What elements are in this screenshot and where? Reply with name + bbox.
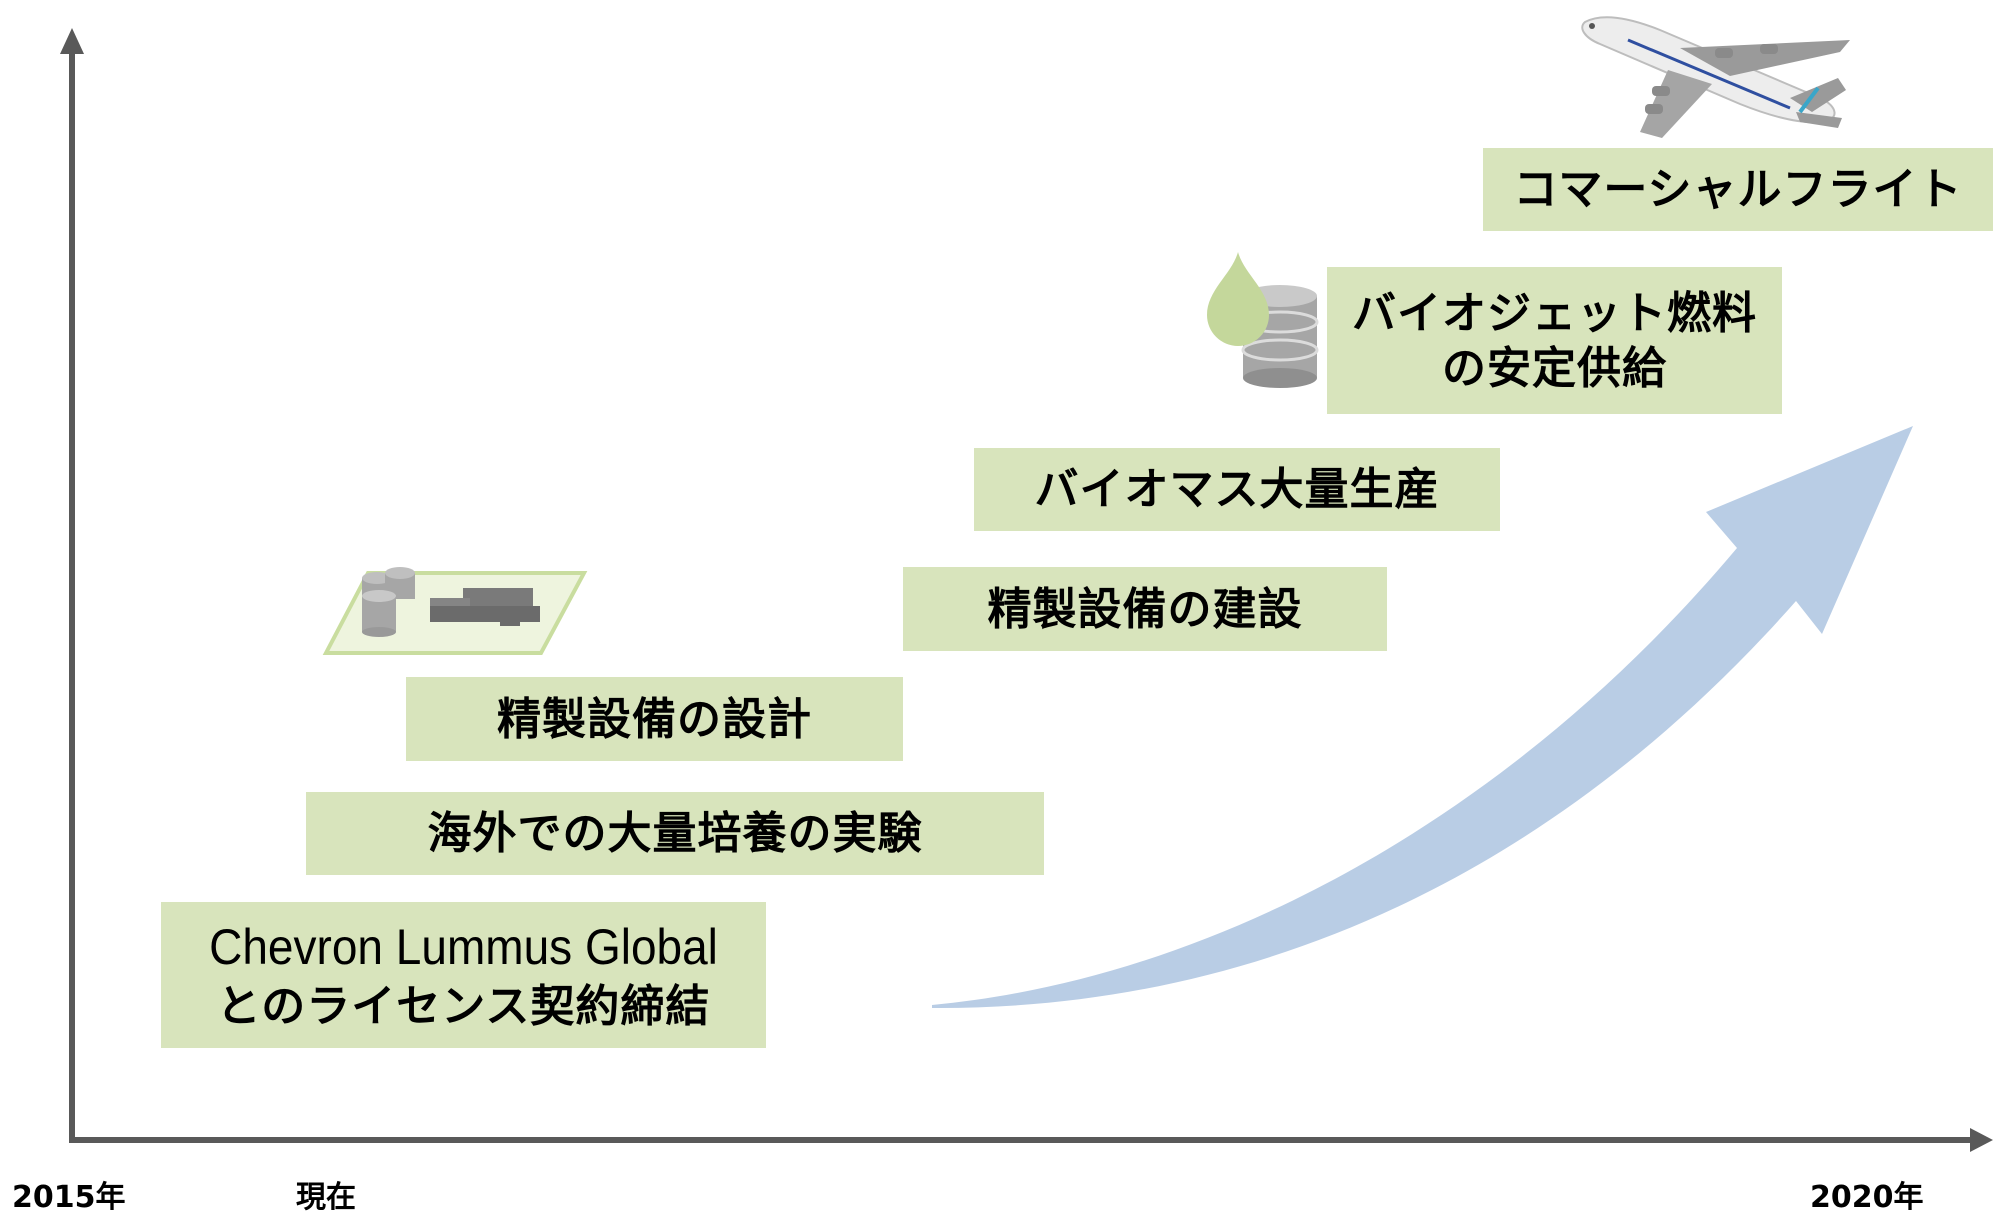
step-license-agreement: Chevron Lummus Global とのライセンス契約締結	[161, 902, 766, 1048]
step-biomass-label: バイオマス大量生産	[1034, 464, 1440, 515]
step-construction-label: 精製設備の建設	[987, 583, 1303, 635]
progress-arrow	[932, 426, 1913, 1009]
factory-icon	[322, 567, 588, 655]
axis-label-start: 2015年	[12, 1180, 126, 1215]
step-stable-fuel-supply: バイオジェット燃料 の安定供給	[1327, 267, 1782, 414]
step-refinery-construction: 精製設備の建設	[903, 567, 1387, 651]
step-supply-line2: の安定供給	[1442, 342, 1667, 394]
step-overseas-label: 海外での大量培養の実験	[427, 808, 923, 859]
x-axis-arrowhead	[1970, 1128, 1993, 1152]
axes	[60, 28, 1993, 1152]
airplane-icon	[1581, 16, 1850, 138]
y-axis-arrowhead	[60, 28, 84, 54]
step-commercial-flight: コマーシャルフライト	[1483, 148, 1993, 231]
step-overseas-culture-experiment: 海外での大量培養の実験	[306, 792, 1044, 875]
step-license-line2: とのライセンス契約締結	[216, 980, 711, 1032]
step-biomass-mass-production: バイオマス大量生産	[974, 448, 1500, 531]
step-supply-line1: バイオジェット燃料	[1352, 287, 1757, 339]
axis-label-now: 現在	[296, 1180, 356, 1215]
fuel-drop-icon	[1207, 252, 1319, 388]
step-flight-label: コマーシャルフライト	[1513, 164, 1963, 215]
step-license-line1: Chevron Lummus Global	[209, 919, 718, 976]
step-refinery-design: 精製設備の設計	[406, 677, 903, 761]
axis-label-end: 2020年	[1810, 1180, 1924, 1215]
step-design-label: 精製設備の設計	[497, 693, 812, 745]
